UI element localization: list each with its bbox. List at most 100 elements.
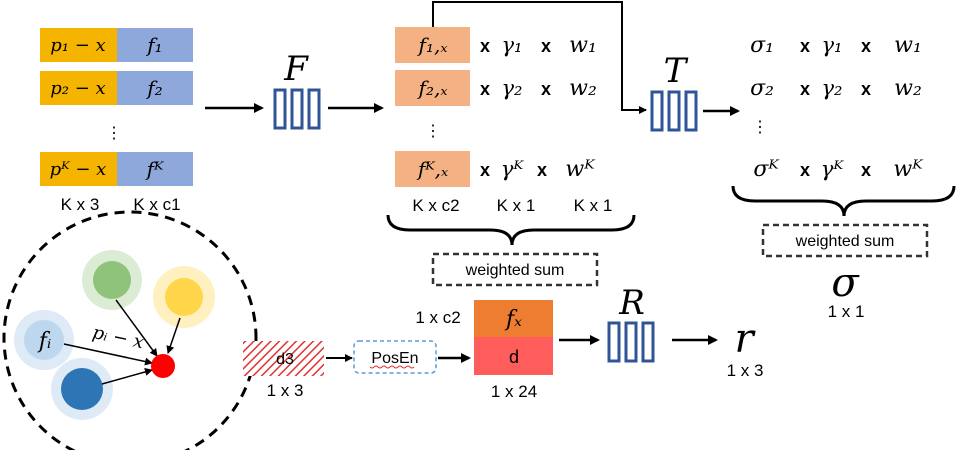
arrow-yellow-to-center [166,317,181,354]
concat-dim-bottom: 1 x 24 [491,382,537,401]
mid-times-1a: x [480,36,490,56]
right-sigma-1: σ₁ [750,33,774,58]
r-output: r [734,316,756,362]
network-R-bar-3 [641,321,655,363]
pos-label-2: p₂ − x [50,78,105,99]
mid-feat-label-1: f₁,ₓ [417,33,448,57]
right-times-2b: x [861,79,871,99]
right-table: σ₁ x γ₁ x w₁ σ₂ x γ₂ x w₂ ⋮ σᴷ x γᴷ x wᴷ… [731,33,956,321]
mid-w-dim: K x 1 [574,196,613,215]
right-vdots: ⋮ [752,117,768,136]
mid-weighted-sum-box [431,252,599,287]
feat-cell-1 [117,28,193,62]
feat-cell-k [117,152,193,186]
input-feat-dim: K x c1 [133,195,180,214]
mid-vdots: ⋮ [425,121,441,140]
fi-point [24,320,64,360]
pos-label-k: pᴷ − x [50,159,107,180]
center-point [151,354,175,378]
pos-cell-k [40,152,117,186]
mid-times-kb: x [537,160,547,180]
network-F-bar-3 [307,88,321,130]
right-times-1a: x [800,36,810,56]
d3-dim: 1 x 3 [267,381,304,400]
concat-fx-label: fₓ [504,307,522,332]
fi-label: fᵢ [37,329,52,354]
network-T-bar-2 [667,90,681,132]
right-gamma-k: γᴷ [821,157,845,181]
right-w-k: wᴷ [893,157,924,182]
mid-weighted-sum-label: weighted sum [465,262,565,279]
feat-label-2: f₂ [145,76,162,100]
feat-label-1: f₁ [145,33,162,57]
feat-label-k: fᴷ [145,157,165,181]
mid-gamma-dim: K x 1 [497,196,536,215]
network-T-bar-1 [650,90,664,132]
mid-times-2a: x [480,79,490,99]
right-w-1: w₁ [894,33,922,58]
concat-fx-cell [474,300,553,337]
sigma-output: σ [831,260,860,306]
feat-cell-2 [117,71,193,105]
concat-d-label: d [509,347,519,367]
mid-feat-label-2: f₂,ₓ [417,76,448,100]
right-weighted-sum-box [761,223,929,258]
network-T-bar-3 [684,90,698,132]
posen-box [353,340,437,374]
network-T-label: T [664,51,689,91]
right-w-2: w₂ [894,76,922,101]
bottom-pipeline: d3 1 x 3 PosEn 1 x c2 fₓ d 1 x 24 R r 1 … [243,283,763,401]
mid-feat-cell-2 [395,70,470,106]
network-F-bar-2 [290,88,304,130]
right-times-2a: x [800,79,810,99]
right-brace [731,185,956,217]
d3-box [243,341,324,376]
yellow-point [165,278,203,316]
right-times-1b: x [861,36,871,56]
mid-feat-label-k: fᴷ,ₓ [416,157,448,181]
input-vdots: ⋮ [106,123,122,142]
posen-underline [369,365,415,369]
network-F-label: F [283,49,309,89]
r-output-dim: 1 x 3 [727,361,764,380]
network-R-label: R [618,283,645,323]
pos-cell-1 [40,28,117,62]
green-point [93,261,131,299]
mid-times-ka: x [480,160,490,180]
concat-dim-top: 1 x c2 [415,308,460,327]
mid-w-1: w₁ [569,33,597,58]
sigma-output-dim: 1 x 1 [828,302,865,321]
mid-times-1b: x [541,36,551,56]
right-sigma-2: σ₂ [750,76,774,101]
arrow-green-to-center [115,299,158,357]
mid-gamma-1: γ₁ [502,33,523,57]
mid-gamma-2: γ₂ [502,76,523,100]
posen-label: PosEn [371,350,418,367]
network-R-bar-1 [607,321,621,363]
mid-feat-cell-k [395,151,470,187]
arrow-blue-to-center [101,368,153,385]
pos-label-1: p₁ − x [50,35,105,56]
d3-label: d3 [276,351,294,368]
network-F-bar-1 [273,88,287,130]
mid-w-k: wᴷ [565,157,596,182]
neighborhood: fᵢ pᵢ − x [2,210,258,450]
right-times-ka: x [800,160,810,180]
right-gamma-1: γ₁ [822,33,843,57]
mid-feat-cell-1 [395,27,470,63]
right-times-kb: x [861,160,871,180]
blue-point [61,368,103,410]
mid-times-2b: x [541,79,551,99]
mid-brace [386,214,636,246]
input-pos-dim: K x 3 [61,195,100,214]
network-F: F [273,49,321,130]
network-T: T [650,51,698,132]
pos-cell-2 [40,71,117,105]
mid-feat-dim: K x c2 [412,196,459,215]
input-table: p₁ − x f₁ p₂ − x f₂ ⋮ pᴷ − x fᴷ K x 3 K … [40,28,193,214]
arrow-fi-to-center [63,343,153,366]
middle-table: f₁,ₓ x γ₁ x w₁ f₂,ₓ x γ₂ x w₂ ⋮ fᴷ,ₓ x γ… [386,27,636,287]
concat-d-cell [474,337,553,375]
right-sigma-k: σᴷ [753,157,780,182]
